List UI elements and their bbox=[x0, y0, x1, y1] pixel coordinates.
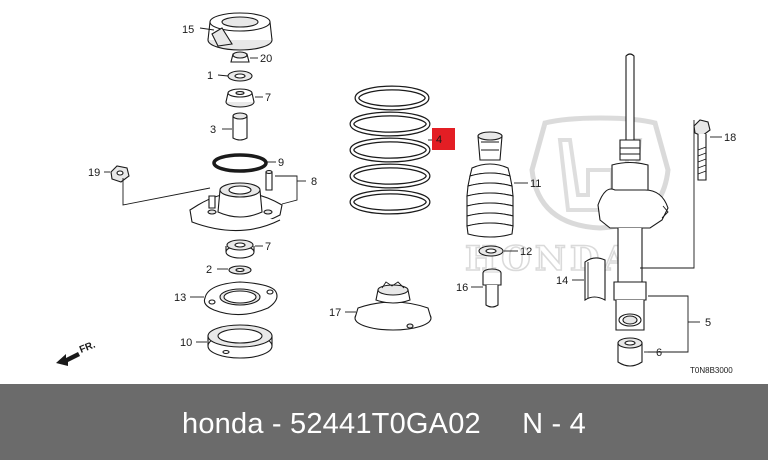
callout-12: 12 bbox=[520, 246, 532, 258]
part-6-bushing[interactable] bbox=[617, 337, 643, 367]
callout-14: 14 bbox=[556, 275, 568, 287]
part-number-label: honda - 52441T0GA02 N - 4 bbox=[182, 408, 586, 440]
callout-15: 15 bbox=[182, 24, 194, 36]
callout-8: 8 bbox=[311, 176, 317, 188]
diagram-canvas: HONDA 15 20 bbox=[56, 12, 736, 375]
callout-10: 10 bbox=[180, 337, 192, 349]
callout-3: 3 bbox=[210, 124, 216, 136]
callout-18: 18 bbox=[724, 132, 736, 144]
part-8-mount-base[interactable] bbox=[189, 169, 283, 232]
part-17-lower-seat[interactable] bbox=[354, 281, 432, 331]
callout-9: 9 bbox=[278, 157, 284, 169]
part-2-washer[interactable] bbox=[228, 265, 252, 275]
callout-6: 6 bbox=[656, 347, 662, 359]
part-12-washer[interactable] bbox=[478, 245, 504, 257]
callout-4: 4 bbox=[436, 134, 442, 146]
front-direction-arrow: FR. bbox=[56, 339, 97, 366]
part-7-bushing-upper[interactable] bbox=[225, 88, 255, 108]
callout-20: 20 bbox=[260, 53, 272, 65]
part-14-sleeve[interactable] bbox=[584, 257, 606, 302]
callout-4-highlight bbox=[432, 128, 455, 150]
callout-7-bottom: 7 bbox=[265, 241, 271, 253]
diagram-code: T0N8B3000 bbox=[690, 366, 733, 375]
part-18-bolt[interactable] bbox=[693, 119, 711, 181]
exploded-parts-diagram: HONDA 15 20 bbox=[56, 12, 737, 375]
callout-7-top: 7 bbox=[265, 92, 271, 104]
part-1-washer[interactable] bbox=[227, 70, 253, 82]
part-10-spring-seat[interactable] bbox=[207, 324, 273, 359]
callout-17: 17 bbox=[329, 307, 341, 319]
callout-2: 2 bbox=[206, 264, 212, 276]
callout-19: 19 bbox=[88, 167, 100, 179]
part-20-nut[interactable] bbox=[230, 51, 250, 63]
callout-5: 5 bbox=[705, 317, 711, 329]
part-3-collar[interactable] bbox=[232, 112, 248, 141]
callout-1: 1 bbox=[207, 70, 213, 82]
front-arrow-label: FR. bbox=[78, 339, 97, 355]
part-5-shock-absorber[interactable] bbox=[597, 53, 695, 331]
part-9-o-ring[interactable] bbox=[212, 153, 268, 173]
part-4-coil-spring[interactable] bbox=[349, 85, 431, 215]
callout-16: 16 bbox=[456, 282, 468, 294]
callout-13: 13 bbox=[174, 292, 186, 304]
part-info-footer: honda - 52441T0GA02 N - 4 bbox=[0, 384, 768, 460]
part-7-bushing-lower[interactable] bbox=[225, 239, 255, 259]
part-13-gasket[interactable] bbox=[203, 281, 278, 316]
part-11-dust-boot[interactable] bbox=[466, 131, 514, 238]
callout-11: 11 bbox=[530, 178, 541, 190]
part-16-bump-stop[interactable] bbox=[482, 268, 502, 308]
part-19-flange-bolt[interactable] bbox=[110, 165, 130, 183]
part-15-upper-seat[interactable] bbox=[207, 12, 273, 51]
